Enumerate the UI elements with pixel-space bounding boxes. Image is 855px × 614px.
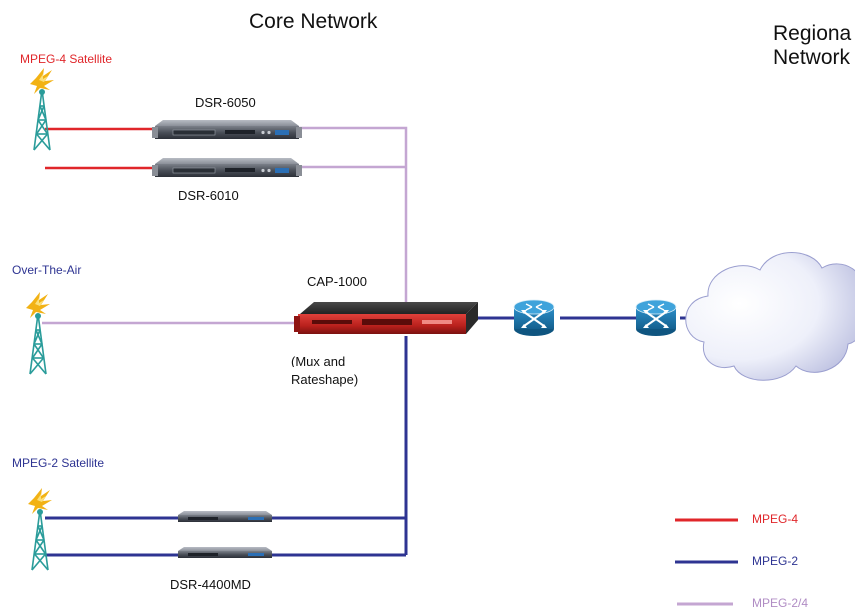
mpeg2-satellite-antenna-icon xyxy=(27,487,53,571)
cap1000-label: CAP-1000 xyxy=(307,274,367,289)
dsr6010-label: DSR-6010 xyxy=(178,188,239,203)
regional-network-heading-line1: Regiona xyxy=(773,22,852,45)
legend-mpeg2-label: MPEG-2 xyxy=(752,554,799,568)
mpeg4-satellite-antenna-icon xyxy=(29,67,55,151)
mpeg24-links xyxy=(42,126,408,325)
mpeg2-links xyxy=(45,316,710,557)
cap1000-device-icon xyxy=(294,302,478,334)
over-the-air-antenna-icon xyxy=(25,291,51,375)
dsr6050-receiver-icon xyxy=(151,119,303,140)
dsr4400md-label: DSR-4400MD xyxy=(170,577,251,592)
mpeg4-links xyxy=(45,127,160,170)
mpeg4-satellite-label: MPEG-4 Satellite xyxy=(20,52,113,66)
dsr6010-receiver-icon xyxy=(151,157,303,178)
router-1-icon xyxy=(513,299,555,337)
core-network-heading: Core Network xyxy=(249,10,378,33)
mpeg2-satellite-label: MPEG-2 Satellite xyxy=(12,456,105,470)
regional-cloud-icon xyxy=(685,252,855,381)
cap1000-note-line1: (Mux and xyxy=(291,355,346,367)
legend-mpeg4-label: MPEG-4 xyxy=(752,512,799,526)
router-2-icon xyxy=(635,299,677,337)
regional-network-heading-line2: Network xyxy=(773,46,851,69)
cap1000-note-line2: Rateshape) xyxy=(291,372,359,387)
legend-mpeg24-label: MPEG-2/4 xyxy=(752,596,809,610)
dsr6050-label: DSR-6050 xyxy=(195,95,256,110)
dsr4400md-receiver-1-icon xyxy=(178,511,272,522)
over-the-air-label: Over-The-Air xyxy=(12,263,82,277)
dsr4400md-receiver-2-icon xyxy=(178,547,272,558)
